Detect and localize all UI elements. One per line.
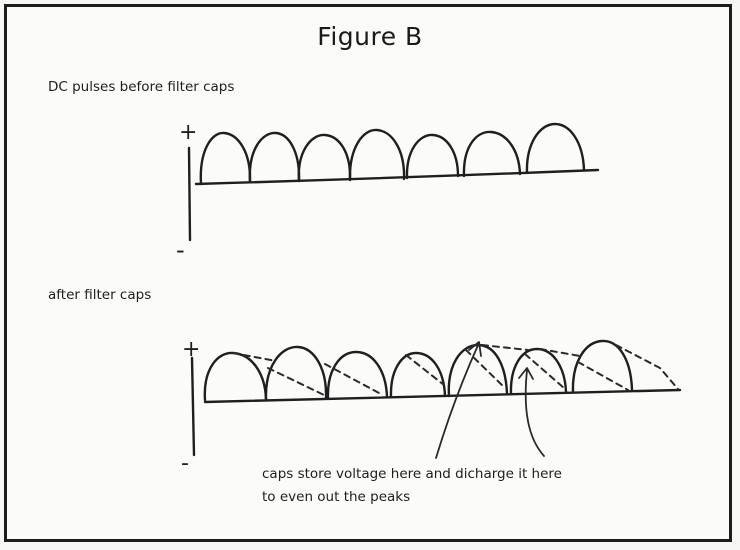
bottom-vertical-axis (190, 356, 196, 457)
discharge-dash-3 (324, 363, 380, 394)
discharge-dash-10 (615, 344, 679, 390)
annotation-arrows (435, 341, 545, 459)
top-panel-label: DC pulses before filter caps (48, 79, 235, 95)
bottom-pulses (203, 339, 634, 402)
bottom-panel-axes (190, 356, 682, 457)
figure-title: Figure B (317, 22, 423, 51)
top-pulse-5 (405, 133, 460, 180)
discharge-dash-9 (577, 361, 629, 391)
top-baseline (194, 168, 600, 186)
top-pulse-4 (348, 128, 406, 182)
bottom-plus-sign: + (182, 337, 200, 362)
store-arrow-head (468, 341, 482, 357)
top-vertical-axis (187, 146, 192, 242)
discharge-arrow-head (518, 367, 534, 380)
top-minus-sign: - (176, 236, 185, 264)
annotation-line-1: caps store voltage here and dicharge it … (262, 466, 562, 482)
discharge-arrow-shaft (524, 369, 545, 457)
bottom-baseline (203, 388, 682, 404)
discharge-dash-7 (524, 353, 565, 389)
top-pulse-7 (525, 122, 586, 175)
bottom-pulse-4 (389, 351, 447, 399)
bottom-pulse-2 (264, 345, 328, 401)
bottom-minus-sign: - (181, 451, 189, 476)
discharge-dash-6 (481, 344, 529, 351)
top-pulse-1 (199, 131, 252, 186)
bottom-pulse-7 (571, 339, 634, 394)
discharge-dashes (232, 344, 679, 396)
top-plus-sign: + (179, 120, 197, 145)
discharge-dash-4 (405, 354, 445, 386)
bottom-pulse-5 (447, 343, 509, 398)
bottom-panel-label: after filter caps (48, 287, 152, 303)
top-pulse-3 (297, 133, 352, 183)
bottom-pulse-6 (509, 347, 568, 396)
discharge-dash-5 (465, 349, 506, 389)
annotation-line-2: to even out the peaks (262, 489, 411, 505)
top-pulse-2 (248, 131, 301, 184)
bottom-pulse-1 (203, 351, 268, 402)
bottom-pulse-3 (326, 350, 389, 400)
discharge-dash-1 (232, 352, 277, 362)
figure-frame (4, 4, 732, 542)
discharge-dash-2 (267, 367, 325, 396)
top-pulse-6 (462, 130, 522, 178)
top-pulses (199, 122, 586, 186)
store-arrow-shaft (435, 342, 480, 459)
discharge-dash-8 (539, 348, 581, 357)
